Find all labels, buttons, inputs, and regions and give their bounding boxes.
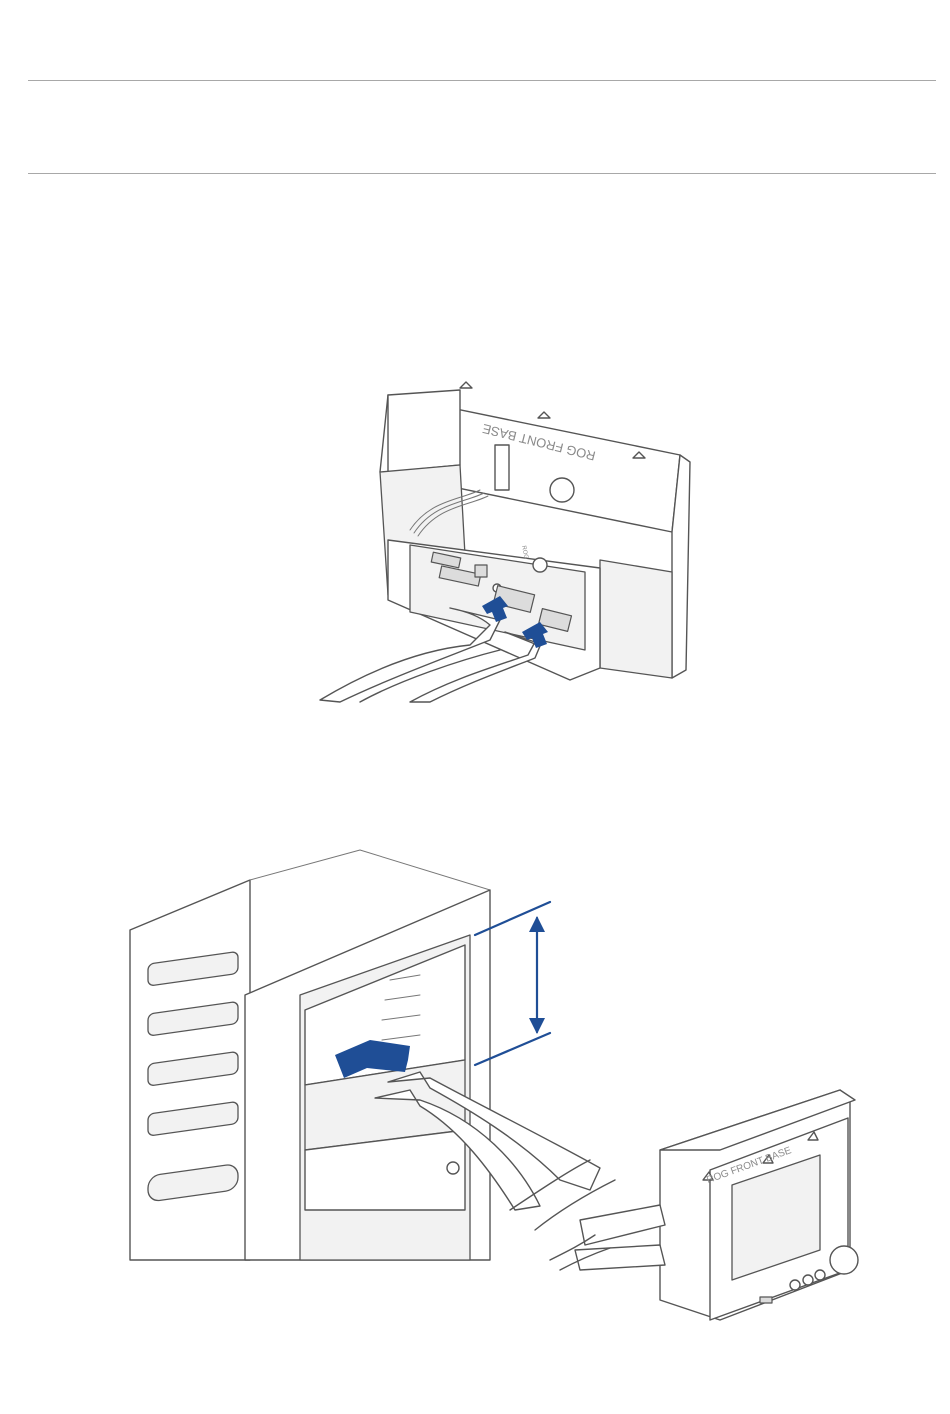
front-base-button-2 [803,1275,813,1285]
dim-arrow-up [529,916,545,932]
internal-header [495,445,509,490]
top-triangle-1 [460,382,472,388]
header-rule-top [28,80,936,81]
figure-install-drive-bay: ROG FRONT BASE [120,850,890,1370]
panel-right-bracket [600,560,672,678]
front-base-button-3 [815,1270,825,1280]
figure-connect-cables: ROG FRONT BASE ROG [300,350,720,710]
top-triangle-2 [538,412,550,418]
pcb-capacitor [533,558,547,572]
base-cable-lower [575,1245,665,1270]
header-rule-bottom [28,173,936,174]
bay-screw [447,1162,459,1174]
front-base-button-1 [790,1280,800,1290]
dim-arrow-down [529,1018,545,1034]
chassis-top-edges [250,850,490,890]
front-base-usb [760,1297,772,1303]
front-base-knob [830,1246,858,1274]
panel-round-hole [550,478,574,502]
base-cable-upper [580,1205,665,1245]
panel-back-wall [388,390,460,472]
pcb-chip [475,565,487,577]
